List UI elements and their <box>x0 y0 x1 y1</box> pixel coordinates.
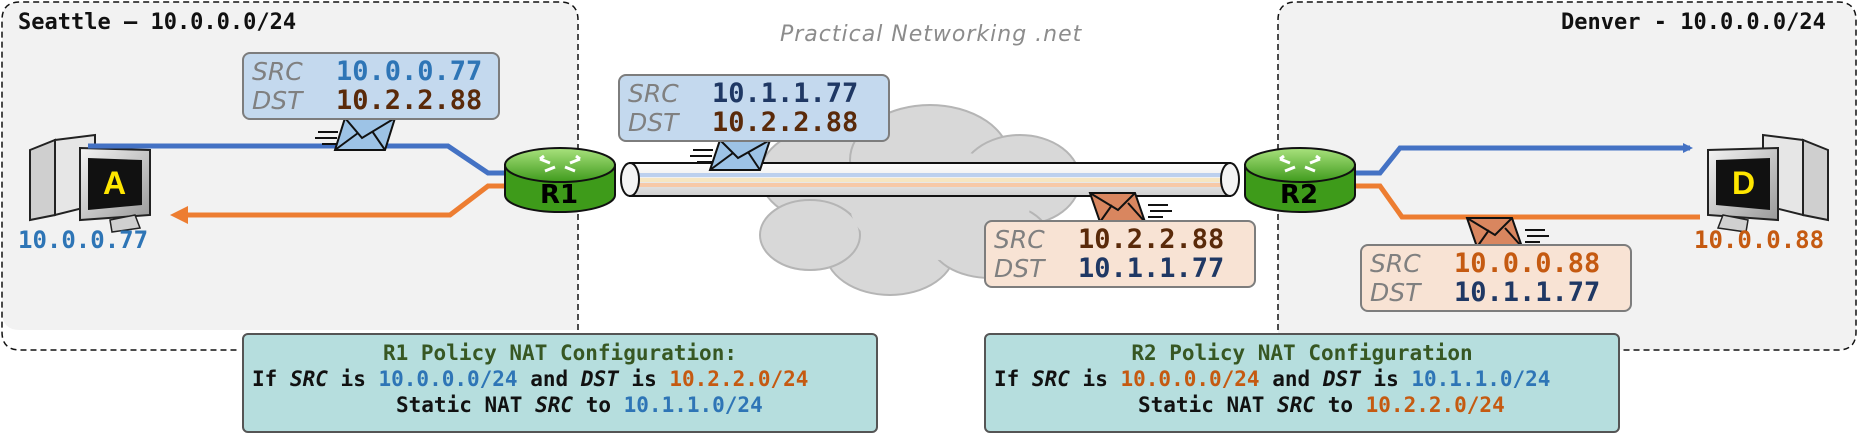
host-a-icon <box>29 133 151 233</box>
host-d-letter: D <box>1732 165 1756 201</box>
nat-network: 10.1.1.0/24 <box>623 393 763 417</box>
is-word: is <box>1373 367 1399 391</box>
is-word: is <box>1082 367 1108 391</box>
r2-config-action: Static NAT SRC to 10.2.2.0/24 <box>1138 393 1618 417</box>
src-word: SRC <box>1031 367 1070 391</box>
router-r2-icon <box>1244 147 1356 213</box>
dst-key: DST <box>994 254 1045 283</box>
and-word: and <box>1272 367 1311 391</box>
r2-config-title: R2 Policy NAT Configuration <box>1131 341 1473 365</box>
dst-network: 10.2.2.0/24 <box>669 367 809 391</box>
router-r1-label: R1 <box>540 180 579 210</box>
action-word: Static NAT <box>396 393 523 417</box>
src-ip: 10.0.0.88 <box>1454 248 1601 279</box>
r2-config-condition: If SRC is 10.0.0.0/24 and DST is 10.1.1.… <box>994 367 1618 391</box>
r1-config-title: R1 Policy NAT Configuration: <box>382 341 737 365</box>
packet-header-tunnel-out: SRC 10.1.1.77 DST 10.2.2.88 <box>618 74 890 142</box>
host-a-letter: A <box>103 165 127 201</box>
to-word: to <box>1327 393 1353 417</box>
src-network: 10.0.0.0/24 <box>378 367 518 391</box>
host-d-icon <box>1707 133 1829 233</box>
host-d-ip: 10.0.0.88 <box>1694 226 1825 254</box>
src-network: 10.0.0.0/24 <box>1120 367 1260 391</box>
brand-watermark: Practical Networking .net <box>780 22 1083 47</box>
router-r2-label: R2 <box>1280 180 1319 210</box>
dst-key: DST <box>628 108 679 137</box>
envelope-seattle-icon <box>315 117 397 151</box>
nat-network: 10.2.2.0/24 <box>1365 393 1505 417</box>
is-word: is <box>631 367 657 391</box>
r1-config-action: Static NAT SRC to 10.1.1.0/24 <box>396 393 876 417</box>
packet-header-seattle: SRC 10.0.0.77 DST 10.2.2.88 <box>242 52 500 120</box>
dst-ip: 10.1.1.77 <box>1454 277 1601 308</box>
r2-nat-config: R2 Policy NAT Configuration If SRC is 10… <box>984 333 1620 433</box>
dst-ip: 10.1.1.77 <box>1078 253 1225 284</box>
to-word: to <box>585 393 611 417</box>
dst-key: DST <box>252 86 303 115</box>
router-r1-icon <box>504 147 616 213</box>
src-key: SRC <box>1370 249 1421 278</box>
dst-key: DST <box>1370 278 1421 307</box>
src-word: SRC <box>1277 393 1316 417</box>
r1-config-condition: If SRC is 10.0.0.0/24 and DST is 10.2.2.… <box>252 367 876 391</box>
src-key: SRC <box>252 57 303 86</box>
envelope-tunnel-out-icon <box>690 139 772 171</box>
src-ip: 10.0.0.77 <box>336 56 483 87</box>
src-word: SRC <box>289 367 328 391</box>
action-word: Static NAT <box>1138 393 1265 417</box>
r1-nat-config: R1 Policy NAT Configuration: If SRC is 1… <box>242 333 878 433</box>
src-word: SRC <box>535 393 574 417</box>
src-ip: 10.1.1.77 <box>712 78 859 109</box>
packet-header-tunnel-back: SRC 10.2.2.88 DST 10.1.1.77 <box>984 220 1256 288</box>
return-arrowhead <box>170 206 188 224</box>
packet-header-denver: SRC 10.0.0.88 DST 10.1.1.77 <box>1360 244 1632 312</box>
src-key: SRC <box>628 79 679 108</box>
dst-network: 10.1.1.0/24 <box>1411 367 1551 391</box>
if-word: If <box>252 367 278 391</box>
src-ip: 10.2.2.88 <box>1078 224 1225 255</box>
if-word: If <box>994 367 1020 391</box>
dst-word: DST <box>580 367 619 391</box>
denver-site-label: Denver - 10.0.0.0/24 <box>1561 10 1826 35</box>
dst-word: DST <box>1322 367 1361 391</box>
dst-ip: 10.2.2.88 <box>336 85 483 116</box>
seattle-site-label: Seattle – 10.0.0.0/24 <box>18 10 297 35</box>
dst-ip: 10.2.2.88 <box>712 107 859 138</box>
envelope-tunnel-back-icon <box>1088 192 1172 223</box>
and-word: and <box>530 367 569 391</box>
is-word: is <box>340 367 366 391</box>
src-key: SRC <box>994 225 1045 254</box>
host-a-ip: 10.0.0.77 <box>18 226 149 254</box>
